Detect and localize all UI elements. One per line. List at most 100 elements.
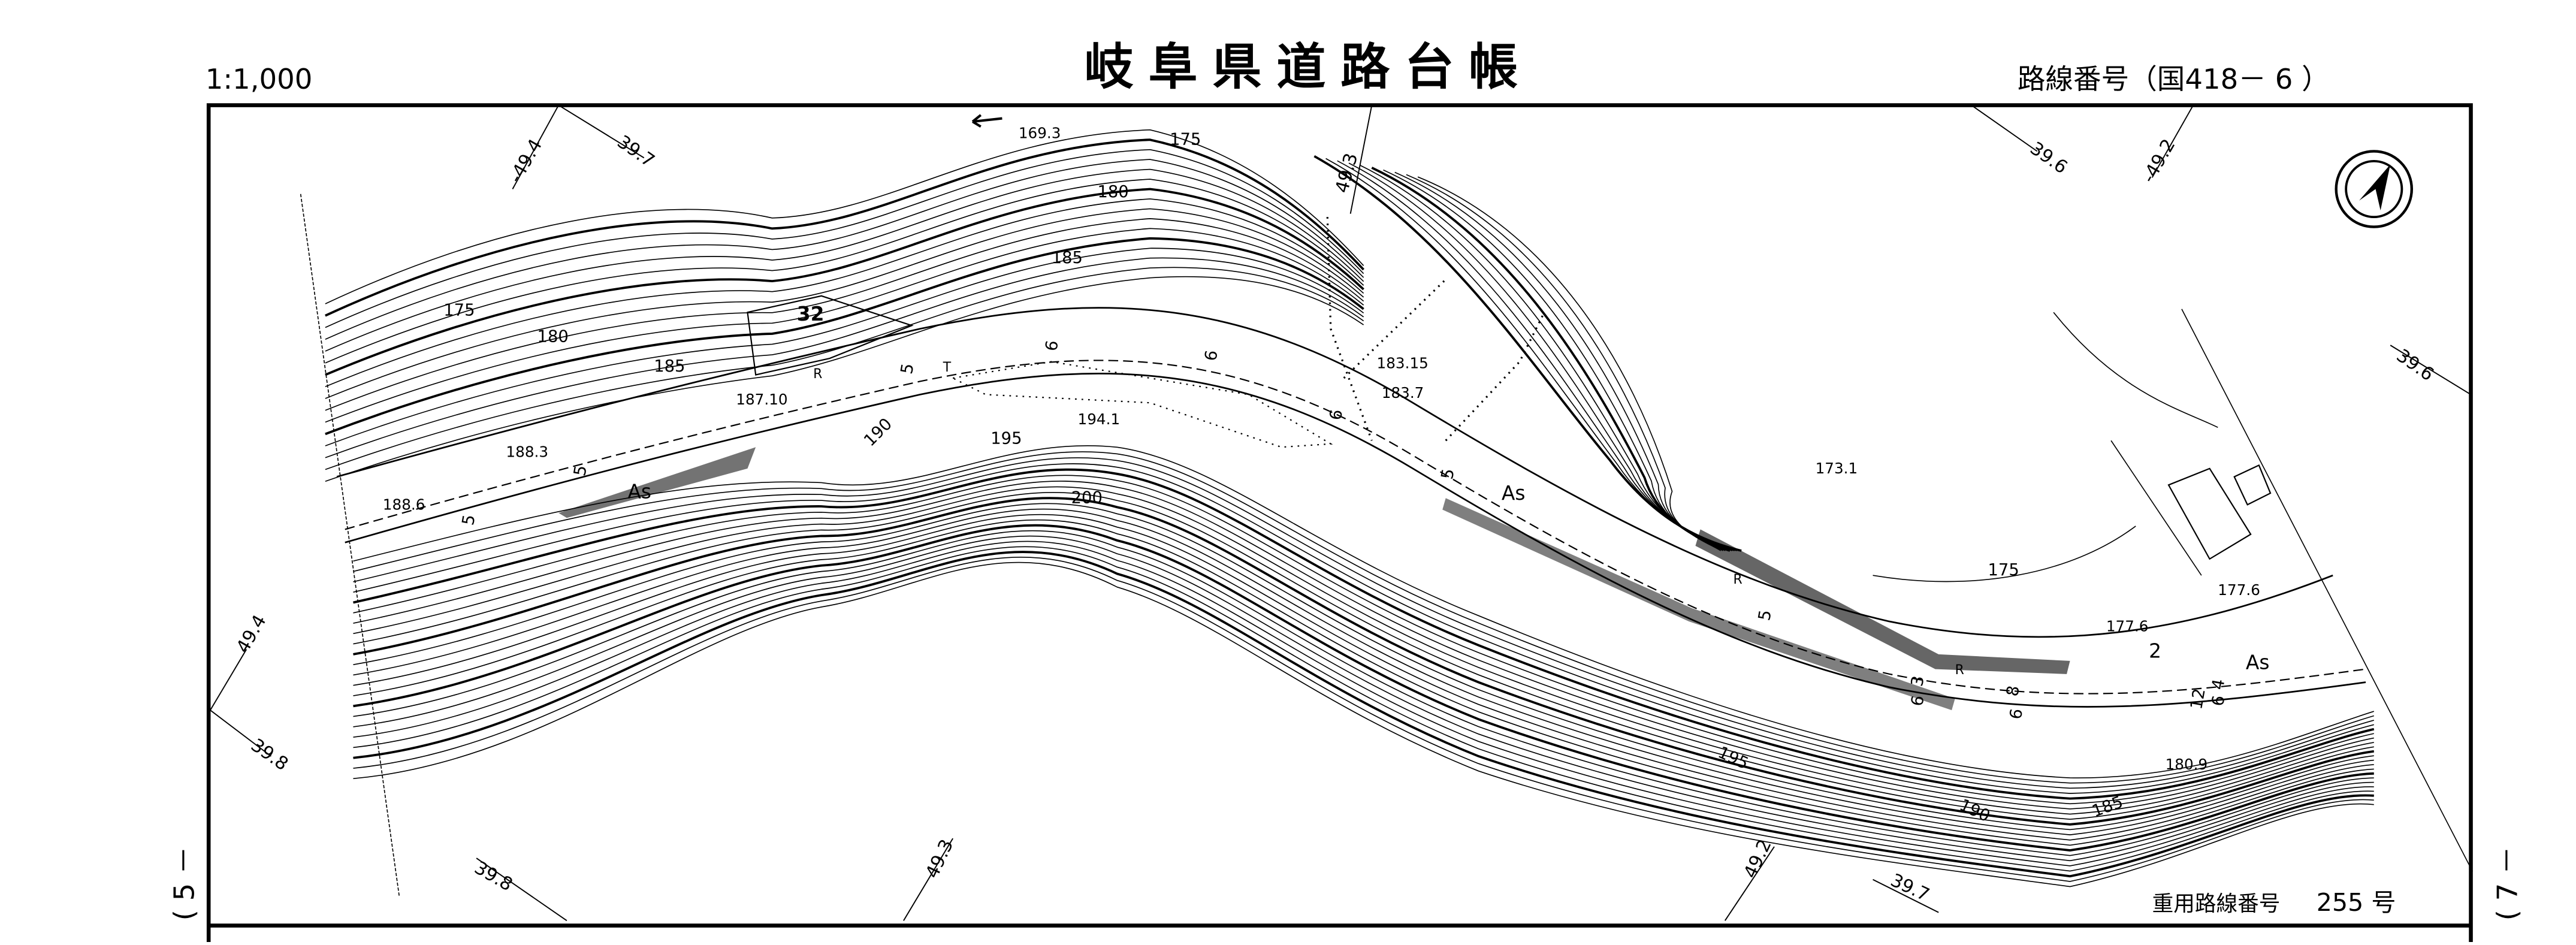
width-mark: 3: [1908, 674, 1928, 688]
heavy-route-label: 重用路線番号: [2152, 892, 2281, 916]
grid-label: 49.4: [232, 611, 271, 657]
road-mark: R: [1955, 663, 1964, 678]
contour-line: [353, 561, 2374, 887]
contour-label: 175: [1988, 561, 2019, 579]
contour-label: 175: [1170, 130, 1201, 149]
contour-line: [325, 188, 1364, 376]
flow-arrow-icon: [971, 114, 1002, 128]
contour-line: [353, 551, 2374, 878]
contour-line: [353, 457, 2374, 789]
contour-line: [325, 179, 1364, 364]
grid-label: 39.8: [471, 858, 517, 896]
retaining-wall-hatch: [558, 447, 756, 518]
grid-label: -49.2: [2138, 135, 2179, 186]
pavement-asphalt: As: [627, 479, 651, 503]
contour-line: [1383, 169, 1728, 551]
contour-line: [325, 149, 1364, 328]
width-mark: 5: [898, 362, 918, 376]
width-mark: 6: [1201, 349, 1222, 363]
fence: [2110, 440, 2202, 576]
scale-label: 1:1,000: [206, 63, 313, 95]
road-mark: T: [943, 360, 952, 375]
contour-line: [353, 445, 2375, 778]
grid-label: 39.8: [247, 735, 292, 775]
contour-label: 185: [654, 357, 685, 376]
retaining-wall-hatch: [1695, 529, 2070, 674]
grid-label: -49.4: [505, 135, 546, 186]
contour-line: [2053, 312, 2218, 428]
survey-boundary-right: [2181, 309, 2474, 872]
contour-line: [1313, 155, 1742, 552]
contour-line: [353, 503, 2374, 831]
contour-line: [353, 481, 2374, 810]
contour-line: [353, 491, 2374, 820]
retaining-wall-hatch: [1442, 498, 1955, 711]
contour-label: 175: [443, 301, 475, 320]
spot-height: 188.3: [506, 443, 548, 461]
contour-line: [353, 486, 2374, 815]
contour-label: 200: [1071, 488, 1103, 507]
contour-line: [353, 530, 2374, 856]
contour-line: [353, 463, 2374, 794]
width-mark: 12: [2187, 687, 2209, 711]
contour-line: [325, 168, 1364, 352]
spot-height: 169.3: [1019, 124, 1061, 141]
spot-height: 177.6: [2106, 617, 2149, 635]
contour-line: [325, 218, 1364, 411]
grid-ticks: [209, 104, 2472, 922]
width-mark: 5: [1438, 467, 1458, 481]
left-sheet-ref: ( 5 －: [168, 846, 201, 920]
grid-label: 39.6: [2026, 138, 2071, 178]
contour-line: [325, 276, 1364, 482]
grid-label: 39.7: [1888, 870, 1933, 906]
survey-boundary-left: [300, 194, 400, 896]
contour-line: [325, 138, 1365, 317]
contour-line: [353, 535, 2374, 862]
contour-label: 185: [1052, 249, 1083, 267]
contour-line: [325, 198, 1364, 388]
contour-line: [353, 475, 2374, 805]
contour-line: [325, 237, 1364, 436]
contour-line: [1406, 174, 1723, 551]
spot-height: 183.7: [1382, 384, 1424, 401]
contour-line: [353, 524, 2374, 852]
spot-height: 173.1: [1816, 460, 1858, 477]
width-mark: 5: [459, 514, 479, 527]
contour-line: [353, 557, 2374, 882]
contour-line: [1873, 526, 2136, 582]
contour-line: [353, 468, 2375, 800]
spot-height: 188.6: [383, 496, 425, 513]
road-mark: R: [1734, 572, 1743, 587]
spot-height: 177.6: [2218, 581, 2260, 599]
spot-height: 180.9: [2166, 756, 2208, 773]
width-mark: 6: [1908, 694, 1928, 708]
contour-lines: [325, 129, 2375, 887]
contour-line: [353, 546, 2374, 872]
width-mark: 5: [570, 464, 591, 478]
road-mark: R: [813, 367, 822, 382]
width-mark: 6: [1042, 339, 1062, 353]
spot-height: 194.1: [1078, 410, 1121, 428]
spot-height: 187.10: [736, 391, 787, 408]
heavy-route-number: 255 号: [2317, 888, 2396, 917]
contour-label: 195: [1715, 743, 1751, 773]
contour-label: 180: [1097, 183, 1128, 201]
contour-line: [325, 129, 1364, 304]
grid-label: 49.3: [1331, 151, 1362, 195]
spot-heights: 169.3 187.10 188.3 188.6 194.1 183.15 18…: [383, 124, 2260, 772]
contour-line: [353, 451, 2375, 784]
contour-line: [325, 159, 1364, 340]
pavement-asphalt: As: [1502, 481, 1526, 505]
hatched-slope-32: [747, 295, 914, 376]
width-mark: 5: [1755, 609, 1775, 623]
contour-line: [353, 519, 2374, 846]
road: [336, 217, 2366, 711]
contour-line: [325, 228, 1364, 423]
contour-line: [353, 514, 2374, 841]
north-arrow-icon: [2335, 150, 2414, 228]
spot-height: 183.15: [1377, 355, 1429, 372]
contour-line: [353, 508, 2374, 835]
contour-line: [1417, 176, 1722, 551]
width-mark: 6: [2209, 694, 2229, 708]
contour-line: [353, 541, 2374, 866]
